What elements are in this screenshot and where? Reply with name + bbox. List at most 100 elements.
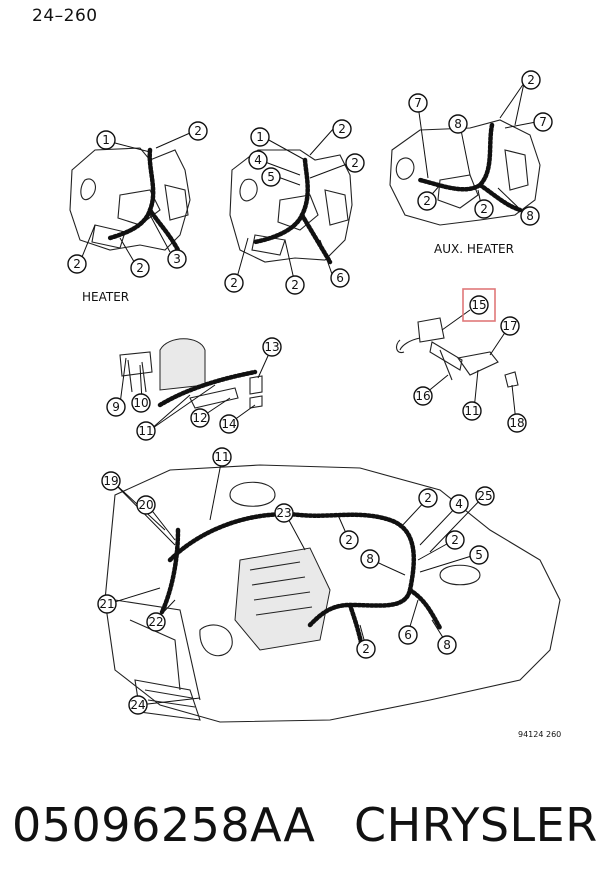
callout[interactable]: 23 [274,503,294,523]
callout[interactable]: 17 [500,316,520,336]
callout[interactable]: 7 [408,93,428,113]
svg-text:14: 14 [221,417,236,431]
callout[interactable]: 1 [250,127,270,147]
svg-text:2: 2 [424,491,432,505]
page-code: 24–260 [32,6,98,26]
callout[interactable]: 8 [448,114,468,134]
callout[interactable]: 16 [413,386,433,406]
svg-text:1: 1 [102,133,110,147]
svg-text:9: 9 [112,400,120,414]
callout-group-v2: 1 2 4 5 2 2 2 6 [224,119,365,295]
callout[interactable]: 2 [224,273,244,293]
callout[interactable]: 18 [507,413,527,433]
callout[interactable]: 6 [330,268,350,288]
callout[interactable]: 13 [262,337,282,357]
callout[interactable]: 14 [219,414,239,434]
callout-group-v5: 15 17 16 11 18 [413,295,527,433]
svg-text:24: 24 [130,698,145,712]
svg-text:10: 10 [133,396,148,410]
svg-text:22: 22 [148,615,163,629]
callout[interactable]: 2 [339,530,359,550]
callout[interactable]: 6 [398,625,418,645]
svg-text:17: 17 [502,319,517,333]
callout[interactable]: 8 [360,549,380,569]
callout[interactable]: 7 [533,112,553,132]
callout-group-v4: 9 10 11 12 13 14 [106,337,282,441]
callout[interactable]: 2 [521,70,541,90]
svg-text:19: 19 [103,474,118,488]
callout[interactable]: 5 [469,545,489,565]
callout[interactable]: 11 [462,401,482,421]
callout[interactable]: 4 [449,494,469,514]
callout[interactable]: 2 [67,254,87,274]
svg-text:21: 21 [99,597,114,611]
callout[interactable]: 3 [167,249,187,269]
svg-text:23: 23 [276,506,291,520]
callout[interactable]: 8 [520,206,540,226]
callout[interactable]: 21 [97,594,117,614]
view-bracket [119,338,263,409]
view-connector [395,317,519,388]
callout[interactable]: 2 [345,153,365,173]
svg-text:3: 3 [173,252,181,266]
svg-text:2: 2 [423,194,431,208]
callout[interactable]: 10 [131,393,151,413]
callout[interactable]: 2 [417,191,437,211]
callout[interactable]: 2 [188,121,208,141]
leader-lines [81,82,537,706]
svg-text:12: 12 [192,411,207,425]
callout[interactable]: 5 [261,167,281,187]
callout-group-v3: 7 2 7 8 2 2 8 [408,70,553,226]
callout[interactable]: 25 [475,486,495,506]
svg-text:2: 2 [338,122,346,136]
callout[interactable]: 1 [96,130,116,150]
svg-text:2: 2 [73,257,81,271]
callout[interactable]: 2 [356,639,376,659]
callout[interactable]: 11 [136,421,156,441]
callout[interactable]: 19 [101,471,121,491]
aux-heater-label: AUX. HEATER [434,242,514,256]
svg-text:4: 4 [455,497,463,511]
svg-text:8: 8 [526,209,534,223]
callout[interactable]: 2 [130,258,150,278]
svg-text:5: 5 [475,548,483,562]
svg-text:7: 7 [539,115,547,129]
svg-text:16: 16 [415,389,430,403]
callout[interactable]: 2 [445,530,465,550]
svg-text:13: 13 [264,340,279,354]
svg-text:2: 2 [136,261,144,275]
callout[interactable]: 9 [106,397,126,417]
callout[interactable]: 22 [146,612,166,632]
callout[interactable]: 2 [332,119,352,139]
svg-text:15: 15 [471,298,486,312]
view-heater: HEATER [69,147,191,304]
callout[interactable]: 8 [437,635,457,655]
callout[interactable]: 12 [190,408,210,428]
callout[interactable]: 4 [248,150,268,170]
view-heater-variant [229,149,353,265]
view-engine-bay: 94124 260 [104,464,561,739]
svg-text:20: 20 [138,498,153,512]
callout-highlighted[interactable]: 15 [469,295,489,315]
part-caption: 05096258AA CHRYSLER [0,798,600,862]
svg-text:18: 18 [509,416,524,430]
callout[interactable]: 2 [474,199,494,219]
svg-text:4: 4 [254,153,262,167]
svg-text:2: 2 [194,124,202,138]
callout[interactable]: 2 [285,275,305,295]
svg-text:7: 7 [414,96,422,110]
svg-text:2: 2 [230,276,238,290]
callout[interactable]: 24 [128,695,148,715]
callout[interactable]: 20 [136,495,156,515]
svg-text:2: 2 [451,533,459,547]
svg-text:5: 5 [267,170,275,184]
svg-text:1: 1 [256,130,264,144]
svg-text:6: 6 [336,271,344,285]
svg-text:2: 2 [480,202,488,216]
callout[interactable]: 2 [418,488,438,508]
svg-text:2: 2 [362,642,370,656]
svg-text:11: 11 [214,450,229,464]
svg-text:25: 25 [477,489,492,503]
svg-text:2: 2 [291,278,299,292]
callout[interactable]: 11 [212,447,232,467]
